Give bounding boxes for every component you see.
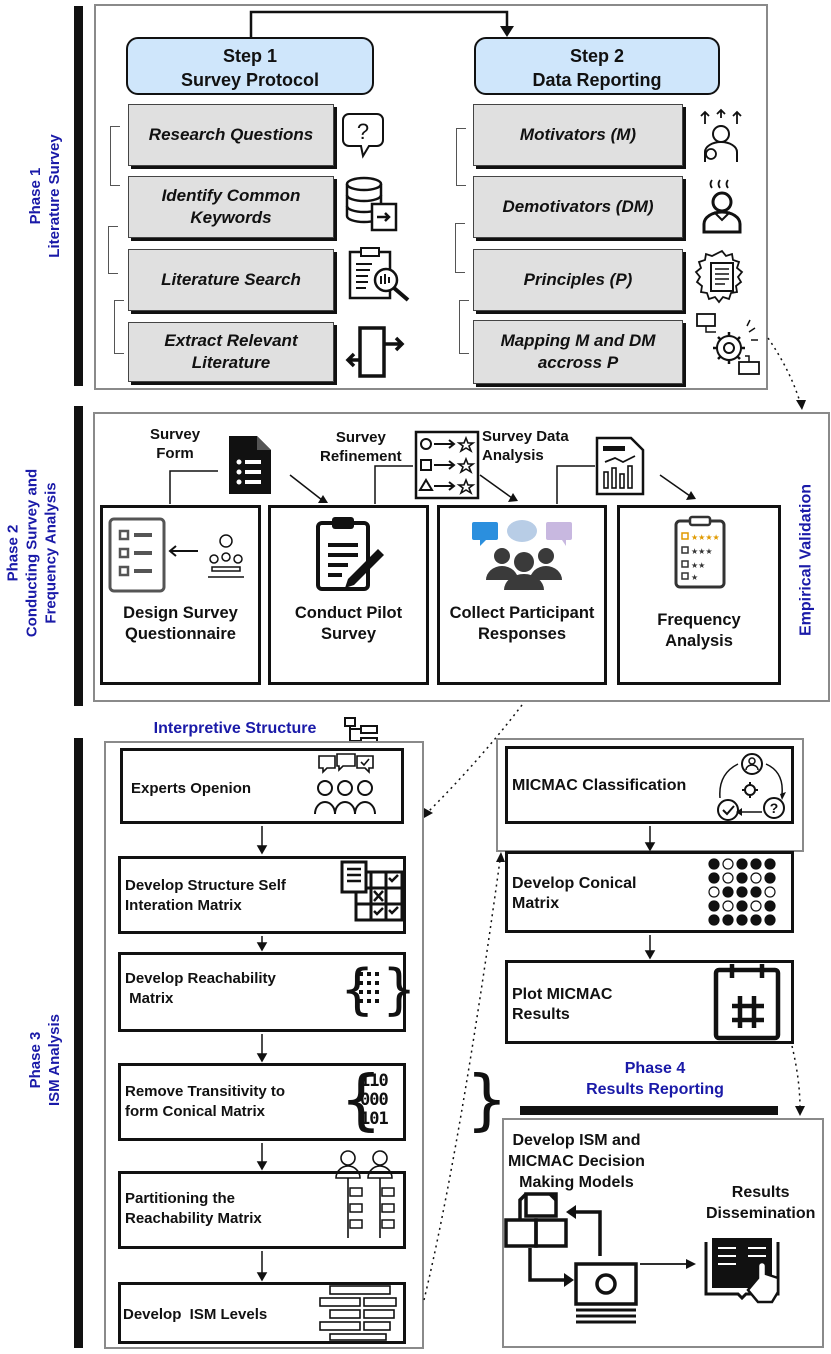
phase1-to-phase2-connector xyxy=(767,337,806,410)
reachability-box: Develop Reachability Matrix xyxy=(118,952,406,1032)
participants-chat-icon xyxy=(472,520,572,590)
meeting-group-icon xyxy=(168,534,244,578)
cycle-people-icon: ? xyxy=(717,753,786,821)
extract-literature-box: Extract Relevant Literature xyxy=(128,322,334,382)
phase3-to-micmac-connector xyxy=(423,852,505,1301)
step2-header: Step 2 Data Reporting xyxy=(474,37,720,95)
clipboard-search-icon xyxy=(348,247,410,302)
plot-micmac-label: Plot MICMAC Results xyxy=(512,986,613,1023)
conical-matrix-label: Develop Conical Matrix xyxy=(512,875,637,912)
left-bracket-1 xyxy=(110,126,120,186)
braces-dots-icon: { } xyxy=(340,958,416,1021)
ism-levels-label: Develop ISM Levels xyxy=(123,1306,268,1323)
cubes-flow-icon xyxy=(504,1192,602,1287)
phase4-panel xyxy=(502,1118,824,1348)
frequency-analysis-label: Frequency Analysis xyxy=(657,611,741,650)
clipboard-pen-icon xyxy=(316,517,384,591)
binary-matrix-icon: 110 000 101 xyxy=(360,1071,389,1129)
calendar-grid-icon xyxy=(713,964,781,1041)
left-bracket-2 xyxy=(108,226,118,274)
reachability-label: Develop Reachability Matrix xyxy=(125,970,276,1007)
phase2-bar xyxy=(74,406,83,706)
plot-micmac-box: Plot MICMAC Results xyxy=(505,960,794,1044)
identify-keywords-box: Identify Common Keywords xyxy=(128,176,334,238)
svg-text:?: ? xyxy=(770,800,779,816)
checklist-icon xyxy=(108,517,166,593)
micmac-classification-box: MICMAC Classification xyxy=(505,746,794,824)
form-document-icon xyxy=(229,436,271,494)
conduct-pilot-label: Conduct Pilot Survey xyxy=(294,604,403,643)
phase4-title: Phase 4 Results Reporting xyxy=(586,1060,724,1098)
document-gear-icon xyxy=(694,249,744,304)
micmac-classification-label: MICMAC Classification xyxy=(512,777,687,794)
svg-text:★★★★: ★★★★ xyxy=(691,533,720,542)
rating-clipboard-icon: ★★★★ ★★★ ★★ ★ xyxy=(674,515,726,589)
survey-form-label: Survey Form xyxy=(150,426,201,462)
results-dissemination-label: Results Dissemination xyxy=(706,1184,816,1222)
ism-step-arrows xyxy=(256,826,268,1282)
survey-data-analysis-label: Survey Data Analysis xyxy=(482,428,569,464)
left-bracket-3 xyxy=(114,300,124,354)
people-hierarchy-icon xyxy=(335,1150,395,1238)
ssim-label: Develop Structure Self Interation Matrix xyxy=(125,877,286,914)
process-gears-icon xyxy=(696,313,760,375)
collect-responses-box: Collect Participant Responses xyxy=(437,505,607,685)
survey-refinement-label: Survey Refinement xyxy=(320,429,402,465)
partitioning-box: Partitioning the Reachability Matrix xyxy=(118,1171,406,1249)
phase2-connector-lines xyxy=(169,465,696,504)
flowchart-list-icon xyxy=(414,430,480,500)
svg-text:}: } xyxy=(382,958,416,1021)
levels-blocks-icon xyxy=(319,1285,397,1341)
binary-matrix-braces: { } xyxy=(340,1061,508,1138)
experts-opinion-label: Experts Openion xyxy=(131,780,252,797)
question-bubble-icon: ? xyxy=(342,113,384,159)
research-questions-box: Research Questions xyxy=(128,104,334,166)
develop-models-label: Develop ISM and MICMAC Decision Making M… xyxy=(508,1132,645,1191)
micmac-to-phase4-connector xyxy=(791,1045,805,1116)
design-questionnaire-label: Design Survey Questionnaire xyxy=(123,604,238,643)
money-icon xyxy=(574,1262,638,1324)
phase4-bar xyxy=(520,1106,778,1115)
transitivity-label: Remove Transitivity to form Conical Matr… xyxy=(125,1083,286,1120)
exit-door-icon xyxy=(345,326,405,378)
svg-text:{: { xyxy=(340,958,374,1021)
svg-text:★★: ★★ xyxy=(691,561,705,570)
dot-matrix-icon xyxy=(708,858,776,926)
bar-chart-report-icon xyxy=(595,436,645,496)
conduct-pilot-box: Conduct Pilot Survey xyxy=(268,505,429,685)
phase3-bar xyxy=(74,738,83,1348)
stressed-person-icon xyxy=(702,179,742,234)
database-export-icon xyxy=(345,176,398,232)
right-bracket-3 xyxy=(459,300,469,354)
phase2-to-phase3-connector xyxy=(424,704,523,818)
svg-text:★: ★ xyxy=(691,573,698,582)
svg-text:?: ? xyxy=(357,119,369,144)
phase1-bar xyxy=(74,6,83,386)
right-bracket-2 xyxy=(455,223,465,273)
mapping-box: Mapping M and DM accross P xyxy=(473,320,683,384)
micmac-step-arrows xyxy=(644,826,656,960)
matrix-grid-icon xyxy=(340,860,404,922)
expert-chat-icon xyxy=(314,753,376,815)
motivator-person-icon xyxy=(700,108,742,162)
step1-step2-connector xyxy=(249,10,514,37)
motivators-box: Motivators (M) xyxy=(473,104,683,166)
principles-box: Principles (P) xyxy=(473,249,683,311)
svg-text:★★★: ★★★ xyxy=(691,547,713,556)
step1-header: Step 1 Survey Protocol xyxy=(126,37,374,95)
collect-responses-label: Collect Participant Responses xyxy=(449,604,595,643)
forward-arrow xyxy=(640,1259,696,1269)
demotivators-box: Demotivators (DM) xyxy=(473,176,683,238)
transitivity-box: Remove Transitivity to form Conical Matr… xyxy=(118,1063,406,1141)
right-bracket-1 xyxy=(456,128,466,186)
book-hand-icon xyxy=(704,1238,780,1304)
partitioning-label: Partitioning the Reachability Matrix xyxy=(125,1190,262,1227)
literature-search-box: Literature Search xyxy=(128,249,334,311)
